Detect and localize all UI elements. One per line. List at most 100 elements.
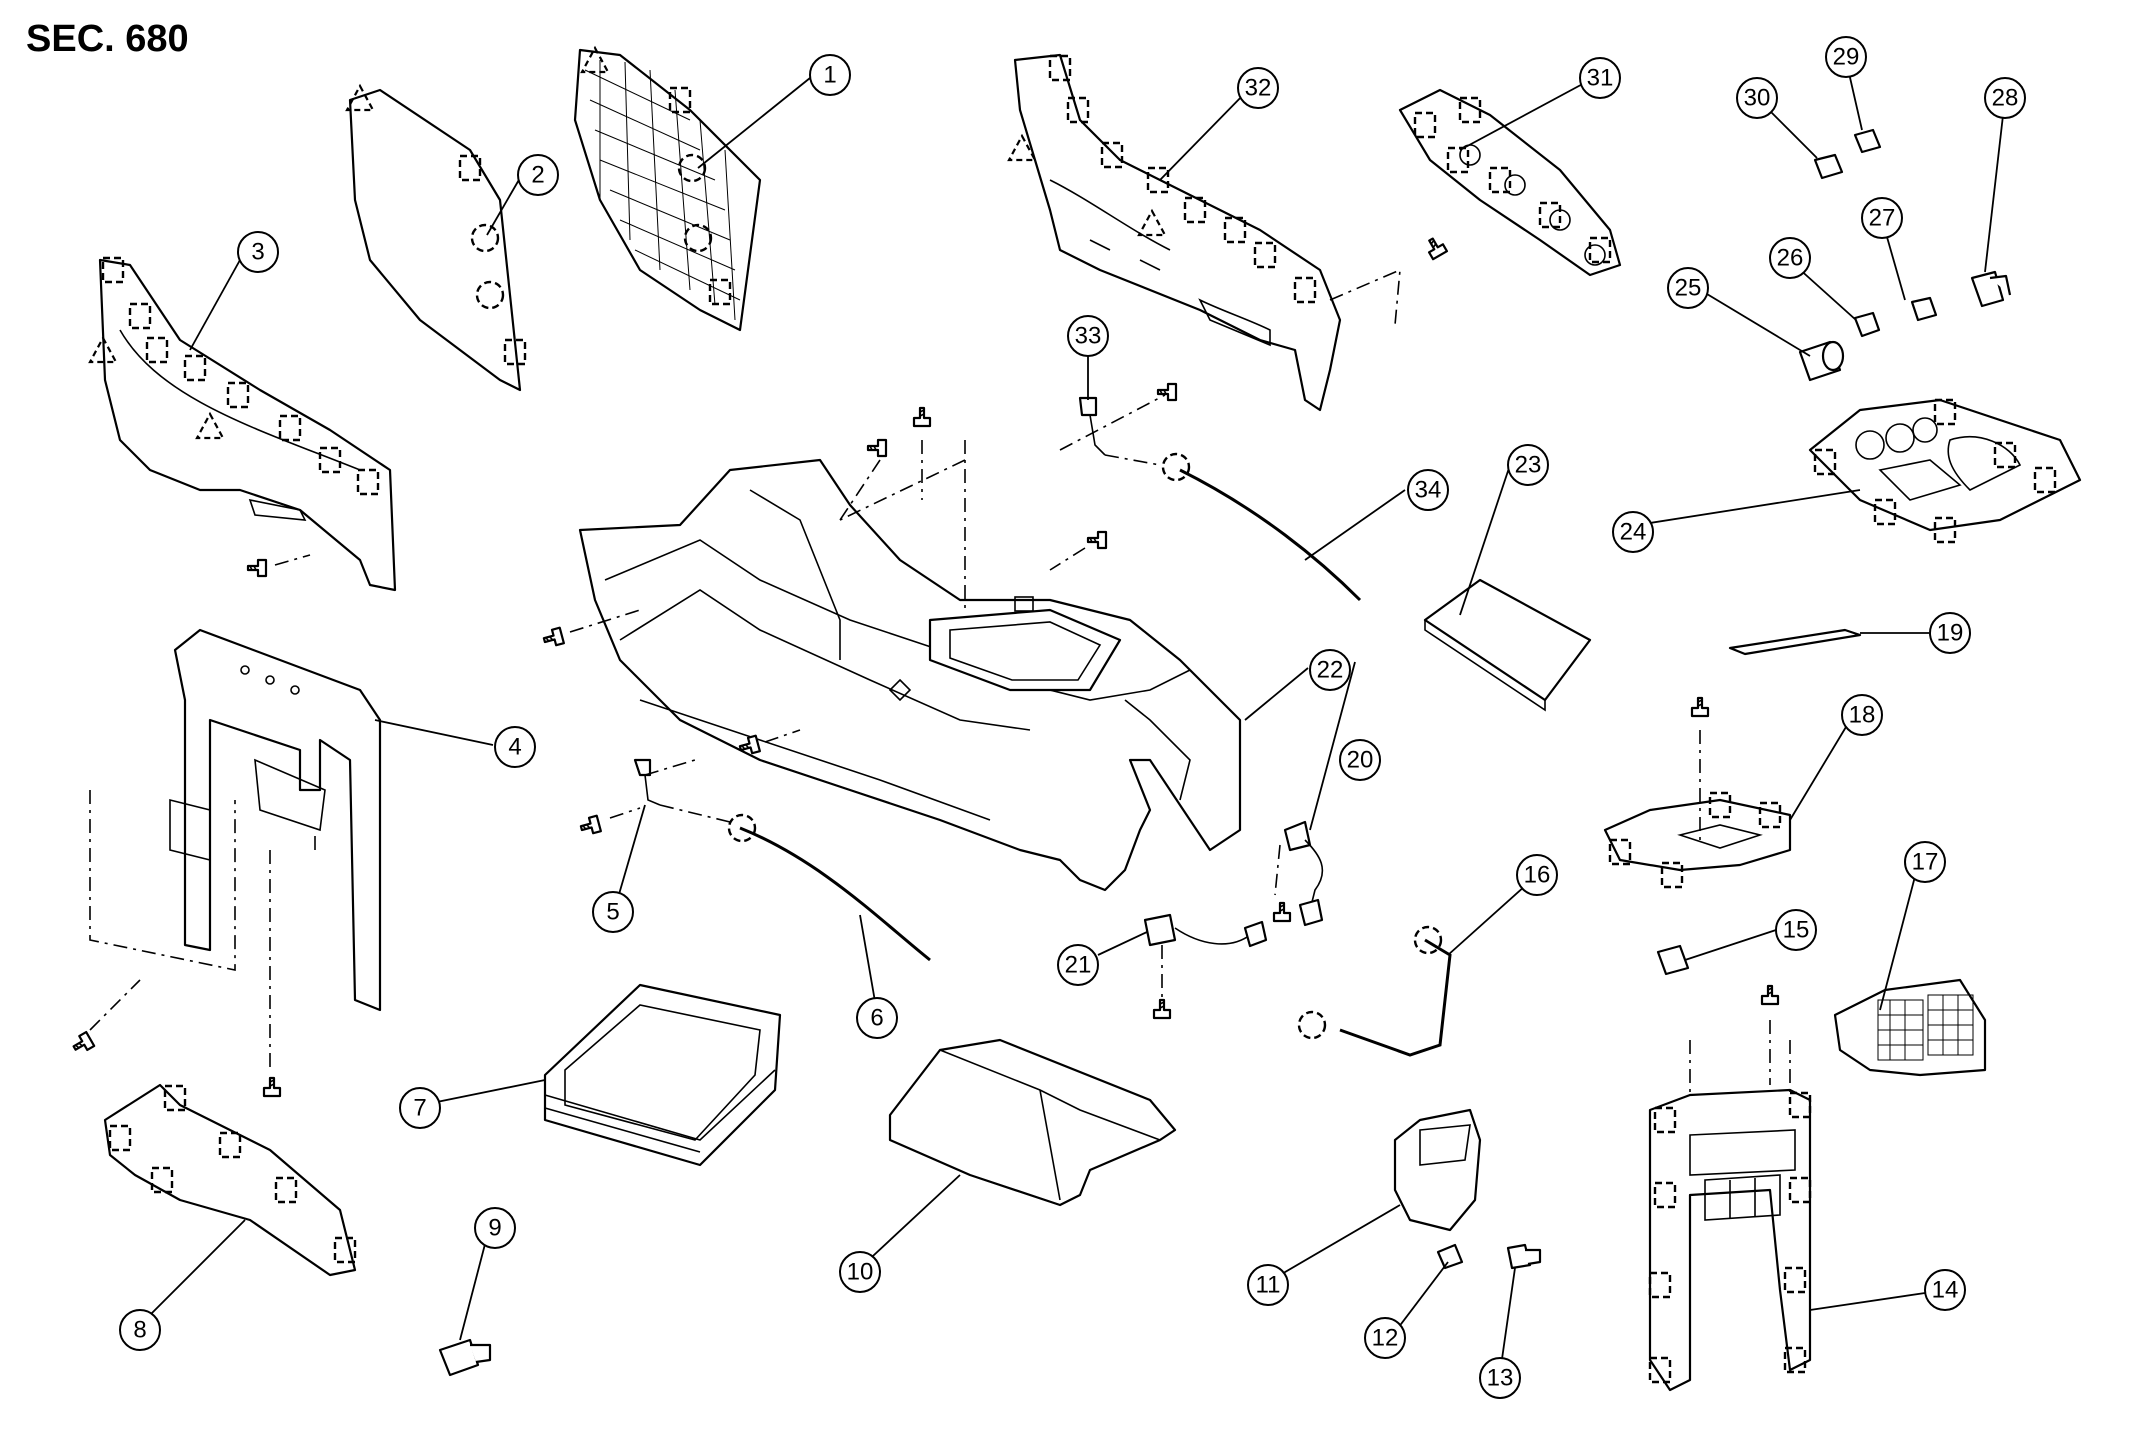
part-1-side-trim-panel (573, 46, 762, 332)
callout-label: 25 (1675, 275, 1702, 302)
callout-label: 18 (1849, 702, 1876, 729)
callout-label: 29 (1833, 44, 1860, 71)
callout-32: 32 (1237, 67, 1279, 109)
callout-18: 18 (1841, 694, 1883, 736)
callout-label: 31 (1587, 65, 1614, 92)
callout-8: 8 (119, 1309, 161, 1351)
part-21-harness (1143, 913, 1268, 1020)
callout-label: 10 (847, 1259, 874, 1286)
callout-label: 32 (1245, 75, 1272, 102)
callout-label: 19 (1937, 620, 1964, 647)
part-30-clip (1813, 153, 1844, 180)
part-31-bracket (1398, 88, 1622, 277)
callout-label: 30 (1744, 85, 1771, 112)
leader-lines (142, 59, 2006, 1374)
callout-13: 13 (1479, 1357, 1521, 1399)
callout-label: 3 (251, 239, 264, 266)
callout-9: 9 (474, 1207, 516, 1249)
part-26-clip (1853, 311, 1881, 338)
part-12-clip (1436, 1243, 1464, 1270)
callout-11: 11 (1247, 1264, 1289, 1306)
callout-label: 23 (1515, 452, 1542, 479)
callout-label: 33 (1075, 323, 1102, 350)
part-18-bezel (1603, 696, 1792, 889)
part-13-clip (1506, 1243, 1542, 1270)
part-2-trim-panel (345, 84, 527, 392)
callout-26: 26 (1769, 237, 1811, 279)
callout-24: 24 (1612, 511, 1654, 553)
part-23-mat (1423, 578, 1592, 712)
callout-1: 1 (809, 54, 851, 96)
callout-22: 22 (1309, 649, 1351, 691)
callout-19: 19 (1929, 612, 1971, 654)
callout-10: 10 (839, 1251, 881, 1293)
callout-label: 34 (1415, 477, 1442, 504)
callout-16: 16 (1516, 854, 1558, 896)
callout-label: 28 (1992, 85, 2019, 112)
callout-12: 12 (1364, 1317, 1406, 1359)
callout-label: 17 (1912, 849, 1939, 876)
callout-label: 20 (1347, 747, 1374, 774)
part-28-clip (1970, 270, 2012, 308)
callout-label: 6 (870, 1005, 883, 1032)
callout-label: 7 (413, 1095, 426, 1122)
part-10-armrest-pad (888, 1038, 1177, 1207)
callout-14: 14 (1924, 1269, 1966, 1311)
callout-label: 12 (1372, 1325, 1399, 1352)
part-32-rear-side-panel (1007, 53, 1449, 412)
callout-label: 9 (488, 1215, 501, 1242)
part-14-rear-console-panel (1648, 984, 1812, 1392)
part-16-rod (1297, 925, 1452, 1057)
callout-15: 15 (1775, 909, 1817, 951)
callout-label: 13 (1487, 1365, 1514, 1392)
callout-30: 30 (1736, 77, 1778, 119)
part-4-bracket (69, 628, 382, 1098)
part-34-cable (1104, 452, 1362, 602)
part-29-clip (1853, 128, 1882, 154)
part-5-switch-bracket (578, 758, 696, 837)
part-19-strip (1728, 628, 1862, 656)
callout-label: 16 (1524, 862, 1551, 889)
part-3-side-panel (88, 256, 397, 592)
part-25-knob (1798, 340, 1845, 382)
part-20-harness (1272, 820, 1324, 927)
callout-label: 8 (133, 1317, 146, 1344)
callout-label: 21 (1065, 952, 1092, 979)
callout-7: 7 (399, 1087, 441, 1129)
callout-6: 6 (856, 997, 898, 1039)
callout-5: 5 (592, 891, 634, 933)
callout-25: 25 (1667, 267, 1709, 309)
callout-label: 24 (1620, 519, 1647, 546)
callout-31: 31 (1579, 57, 1621, 99)
section-title: SEC. 680 (26, 18, 189, 60)
callout-4: 4 (494, 726, 536, 768)
part-9-clip (438, 1338, 492, 1377)
callout-label: 27 (1869, 205, 1896, 232)
part-7-storage-tray (543, 983, 782, 1167)
part-33-switch-bracket (1059, 382, 1178, 456)
callout-33: 33 (1067, 315, 1109, 357)
part-6-cable (659, 804, 931, 962)
callout-2: 2 (517, 154, 559, 196)
part-15-clip (1656, 944, 1690, 976)
callout-21: 21 (1057, 944, 1099, 986)
callout-28: 28 (1984, 77, 2026, 119)
callout-label: 11 (1256, 1272, 1281, 1299)
callout-27: 27 (1861, 197, 1903, 239)
callout-label: 15 (1783, 917, 1810, 944)
callout-20: 20 (1339, 739, 1381, 781)
part-17-vent (1833, 978, 1987, 1077)
callout-label: 2 (531, 162, 544, 189)
callout-label: 1 (823, 62, 836, 89)
callout-17: 17 (1904, 841, 1946, 883)
callout-label: 14 (1932, 1277, 1959, 1304)
callout-3: 3 (237, 231, 279, 273)
part-11-ashtray (1393, 1108, 1482, 1232)
callout-23: 23 (1507, 444, 1549, 486)
part-27-clip (1910, 296, 1938, 322)
callout-label: 22 (1317, 657, 1344, 684)
callout-29: 29 (1825, 36, 1867, 78)
callout-label: 26 (1777, 245, 1804, 272)
part-8-lower-bracket (103, 1083, 357, 1277)
